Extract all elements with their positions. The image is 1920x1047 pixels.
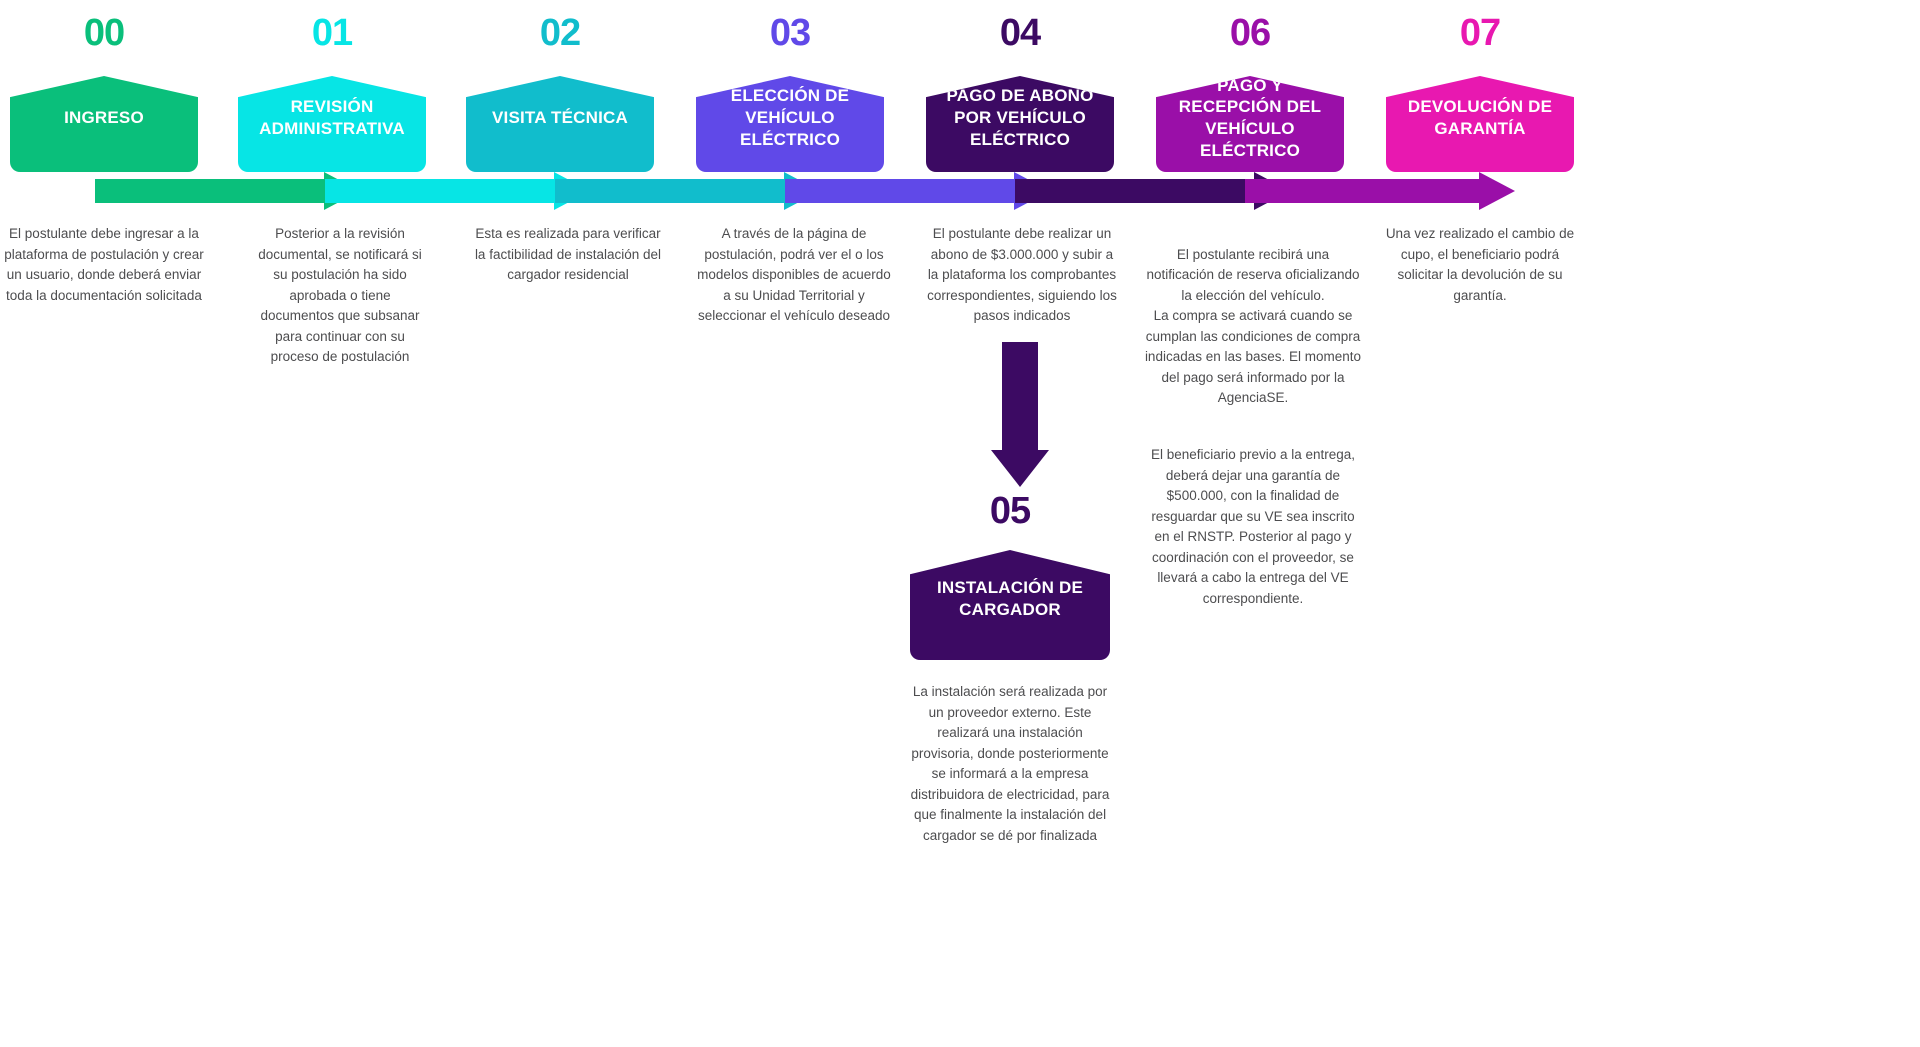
step-title-banner: INGRESO [10, 76, 198, 172]
arrow-shaft [555, 179, 786, 203]
step-description: El postulante recibirá una notificación … [1144, 224, 1362, 630]
step-description: El postulante debe realizar un abono de … [927, 226, 1117, 324]
step-number: 01 [311, 12, 353, 54]
arrow-shaft [325, 179, 556, 203]
arrow-03-to-04 [785, 172, 1050, 210]
step-description-para-1: El postulante recibirá una notificación … [1144, 246, 1362, 406]
step-number: 04 [999, 12, 1041, 54]
step-title-banner: PAGO Y RECEPCIÓN DEL VEHÍCULO ELÉCTRICO [1156, 76, 1344, 172]
step-title-banner: REVISIÓN ADMINISTRATIVA [238, 76, 426, 172]
arrow-01-to-02 [325, 172, 590, 210]
arrow-06-to-07 [1245, 172, 1515, 210]
step-number: 03 [769, 12, 811, 54]
step-title-banner: ELECCIÓN DE VEHÍCULO ELÉCTRICO [696, 76, 884, 172]
step-title-banner: PAGO DE ABONO POR VEHÍCULO ELÉCTRICO [926, 76, 1114, 172]
step-description: A través de la página de postulación, po… [697, 226, 891, 324]
process-flow-rail: 00 INGRESO El postulante debe ingresar a… [0, 0, 1920, 606]
step-number: 05 [989, 490, 1031, 532]
step-number: 00 [83, 12, 125, 54]
step-number: 07 [1459, 12, 1501, 54]
step-description: Posterior a la revisión documental, se n… [258, 226, 422, 365]
branch-arrow-04-to-05 [991, 342, 1049, 487]
step-description: La instalación será realizada por un pro… [910, 684, 1110, 843]
step-description: Esta es realizada para verificar la fact… [474, 226, 662, 283]
arrow-head [1479, 172, 1515, 210]
arrow-shaft [1002, 342, 1038, 454]
arrow-00-to-01 [95, 172, 360, 210]
arrow-shaft [1015, 179, 1256, 203]
step-number: 02 [539, 12, 581, 54]
step-title-banner: INSTALACIÓN DE CARGADOR [910, 550, 1110, 660]
arrow-shaft [95, 179, 326, 203]
step-description-para-2: El beneficiario previo a la entrega, deb… [1150, 447, 1356, 606]
arrow-02-to-03 [555, 172, 820, 210]
step-title-banner: DEVOLUCIÓN DE GARANTÍA [1386, 76, 1574, 172]
step-number: 06 [1229, 12, 1271, 54]
step-title-banner: VISITA TÉCNICA [466, 76, 654, 172]
arrow-shaft [1245, 179, 1481, 203]
step-description: El postulante debe ingresar a la platafo… [4, 226, 204, 303]
arrow-shaft [785, 179, 1016, 203]
step-description: Una vez realizado el cambio de cupo, el … [1385, 226, 1575, 303]
arrow-head-down-icon [991, 450, 1049, 487]
